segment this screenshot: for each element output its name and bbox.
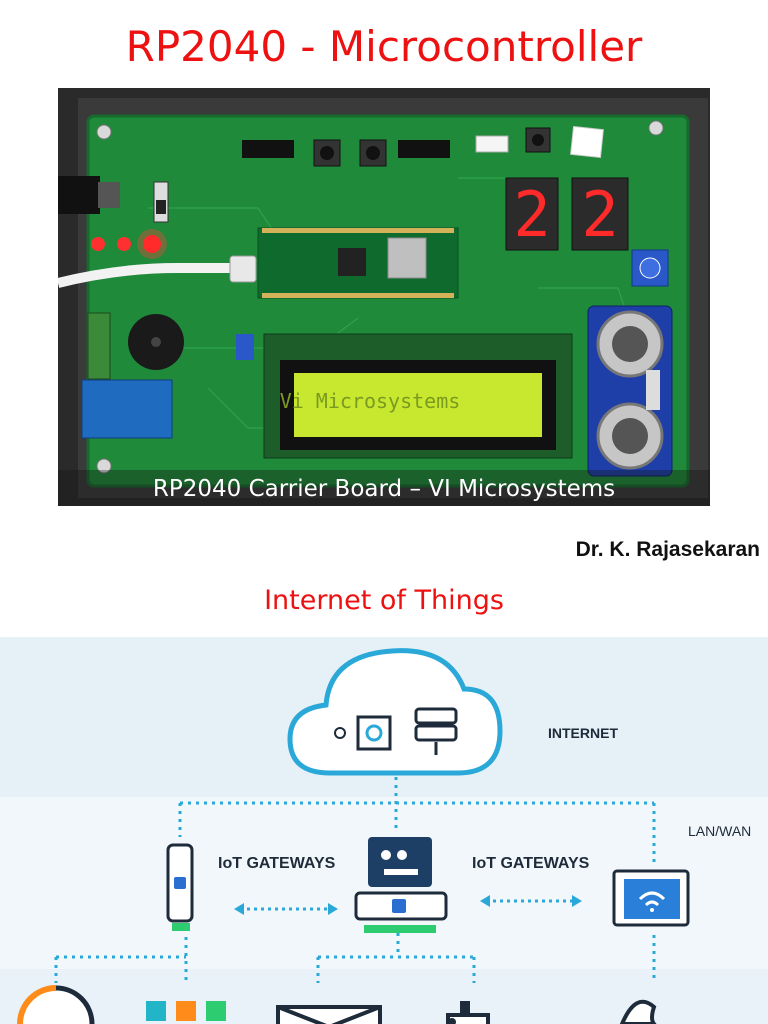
gateway-right-label: IoT GATEWAYS <box>472 855 590 872</box>
faucet-icon <box>446 1001 490 1024</box>
section-subtitle: Internet of Things <box>264 585 504 616</box>
power-jack <box>58 176 100 214</box>
button-gp4sw1 <box>313 139 341 167</box>
led-l2 <box>117 237 131 251</box>
board-caption: RP2040 Carrier Board – VI Microsystems <box>58 470 710 506</box>
header-spin-rmc <box>398 140 450 158</box>
gateway-left-label: IoT GATEWAYS <box>218 855 336 872</box>
gateway-device-center-icon <box>354 837 448 933</box>
cloud-icon <box>287 648 503 776</box>
header-spin-rmc1 <box>242 140 294 158</box>
tiles-icon <box>146 1001 226 1021</box>
author-name: Dr. K. Rajasekaran <box>575 538 760 561</box>
internet-label: INTERNET <box>548 725 618 741</box>
gateway-device-left-icon <box>166 843 194 931</box>
led-l3 <box>91 237 105 251</box>
network-connectors <box>54 777 656 983</box>
reset-button <box>525 127 551 153</box>
wifi-router-icon <box>612 869 690 927</box>
lcd-screen <box>294 373 542 437</box>
page-title: RP2040 - Microcontroller <box>125 22 643 71</box>
envelope-icon <box>276 1005 382 1024</box>
lcd-text: Vi Microsystems <box>280 389 461 413</box>
processor-icon <box>334 715 392 751</box>
relay <box>81 379 173 439</box>
iot-diagram: INTERNET LAN/WAN IoT GATEWAYS IoT GATEWA… <box>0 637 768 1024</box>
iot-diagram-graphic <box>0 637 768 1024</box>
lan-wan-label: LAN/WAN <box>688 823 752 839</box>
carrier-board-photo: 2 2 Vi Microsystems <box>58 88 710 506</box>
gauge-icon <box>17 985 95 1024</box>
carrier-board-illustration: 2 2 Vi Microsystems <box>58 88 710 506</box>
seven-segment-2-digit: 2 <box>581 178 618 251</box>
server-icon <box>414 707 458 755</box>
leaf-icon <box>619 999 657 1024</box>
seven-segment-1 <box>505 177 559 251</box>
seven-segment-2 <box>571 177 629 251</box>
led-l1 <box>143 235 161 253</box>
seven-segment-1-digit: 2 <box>513 178 550 251</box>
terminal-block <box>87 312 111 380</box>
usb-cable <box>58 263 248 288</box>
